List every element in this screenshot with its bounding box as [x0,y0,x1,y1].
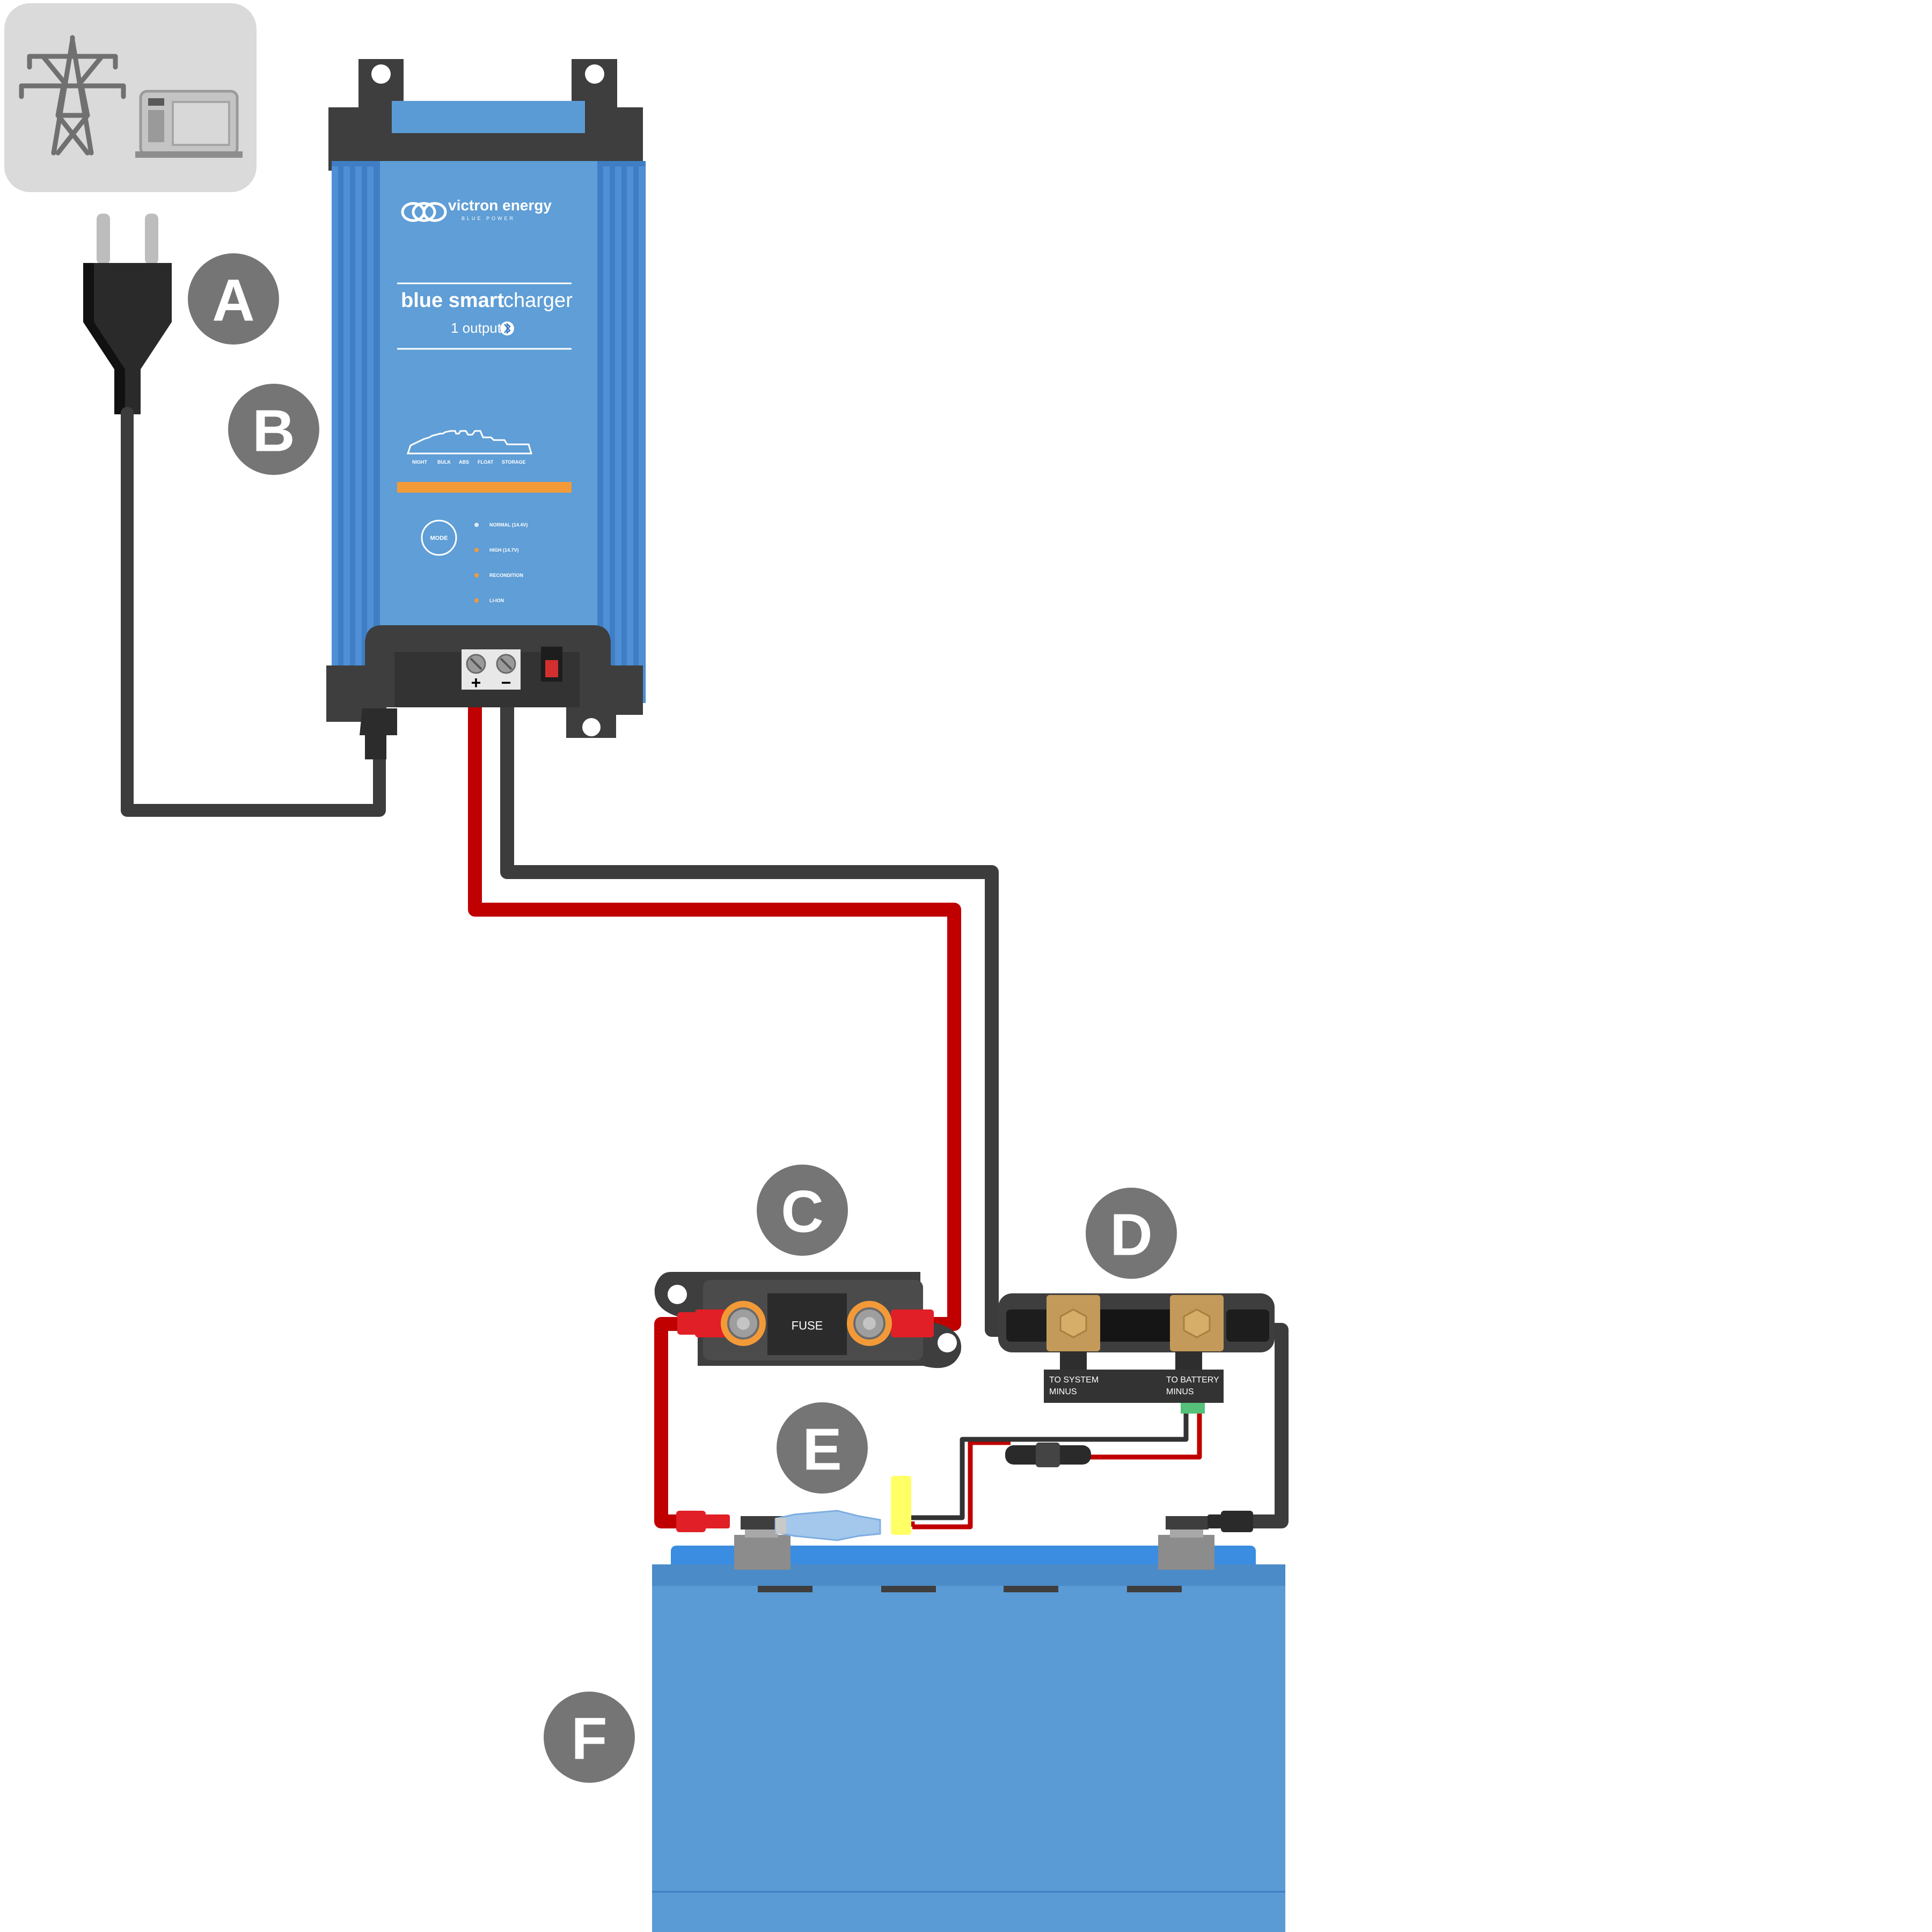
negative-battery-cable [1250,1323,1289,1528]
stage-label: STORAGE [502,459,525,465]
mode-button[interactable] [421,519,457,556]
marker-a-label: A [212,268,254,334]
terminal-minus-label: − [501,673,511,692]
output-count: 1 output [451,320,502,336]
marker-e-label: E [802,1417,841,1483]
battery-shunt: TO SYSTEM MINUS TO BATTERY MINUS [998,1293,1275,1414]
positive-cable [468,703,961,1331]
mode-item: HIGH (14.7V) [489,547,519,553]
brand-tagline: BLUE POWER [462,216,515,221]
marker-f: F [544,1692,635,1783]
heatsink-fins [332,166,645,703]
mains-cable [121,407,386,817]
marker-d-label: D [1110,1202,1152,1268]
mode-item: LI-ION [489,598,504,603]
blue-smart-charger: victron energy BLUE POWER blue smart cha… [326,59,646,759]
marker-f-label: F [571,1706,607,1772]
marker-c: C [757,1165,848,1256]
inline-fuse-holder [1005,1443,1091,1467]
marker-e: E [777,1402,868,1494]
marker-b: B [228,384,319,475]
model-name-bold: blue smart [401,289,504,312]
shunt-battery-label: MINUS [1166,1387,1194,1396]
ac-plug-icon [83,214,172,414]
stage-label: ABS [459,459,469,465]
generator-icon [135,90,243,158]
shunt-battery-label: TO BATTERY [1166,1375,1219,1385]
orange-stripe [397,482,572,493]
victron-logo-icon [401,202,447,222]
inline-fuse-yellow [891,1476,911,1535]
mode-item: RECONDITION [489,573,523,578]
positive-battery-terminal [734,1516,791,1570]
transmission-tower-icon [19,35,126,156]
mode-button-label: MODE [430,535,448,541]
stage-labels: NIGHT BULK ABS FLOAT STORAGE [412,459,525,465]
brand-name: victron energy [448,197,552,214]
marker-c-label: C [781,1179,823,1245]
stage-label: NIGHT [412,459,428,465]
ac-source-panel [4,3,257,192]
battery [652,1476,1285,1932]
marker-d: D [1086,1188,1177,1279]
mode-item: NORMAL (14.4V) [489,522,528,528]
model-name-light: charger [503,289,573,312]
battery-sensor-lug [774,1510,881,1541]
mode-list: NORMAL (14.4V) HIGH (14.7V) RECONDITION … [474,522,528,603]
negative-cable [500,703,1009,1337]
shunt-system-label: MINUS [1049,1387,1077,1396]
stage-label: BULK [437,459,451,465]
fuse-label: FUSE [792,1319,823,1333]
positive-battery-cable [654,1317,698,1528]
sense-wires [907,1406,1202,1529]
negative-battery-terminal [1158,1516,1214,1570]
sense-connector [1181,1403,1205,1414]
marker-a: A [188,253,279,345]
shunt-system-label: TO SYSTEM [1049,1375,1099,1385]
ac-inlet [360,708,397,759]
charge-curve-icon [406,430,533,455]
main-fuse-holder: FUSE [654,1272,962,1368]
stage-label: FLOAT [478,459,494,465]
terminal-plus-label: + [471,673,481,692]
marker-b-label: B [252,398,295,464]
